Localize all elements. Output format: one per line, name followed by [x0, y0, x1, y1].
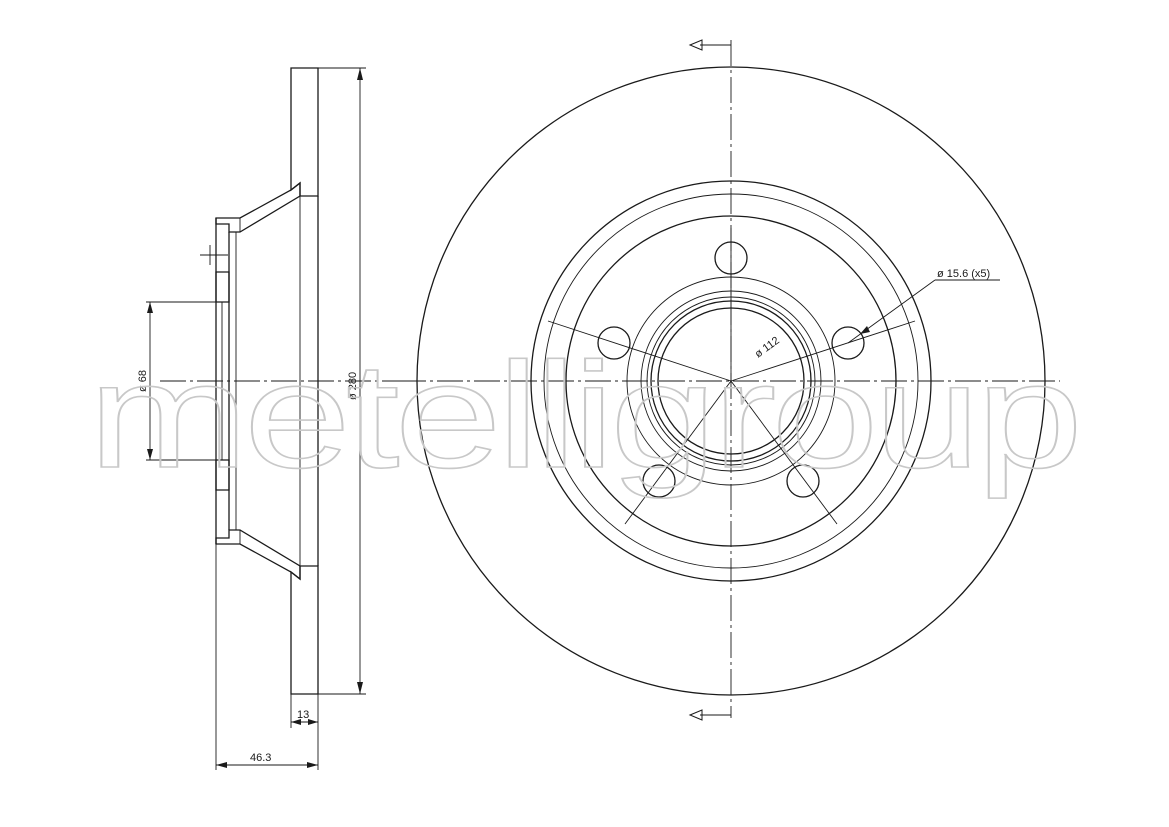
section-hat-wall-top [215, 181, 301, 233]
bolt-hole-label: ø 15.6 (x5) [937, 268, 990, 280]
bolt-hole-icon [597, 326, 631, 360]
disc-thickness-label: 13 [297, 709, 309, 721]
bolt-hole-icon [786, 464, 820, 498]
section-hub-face-top [215, 271, 230, 303]
section-hat-wall-bottom [215, 529, 301, 581]
hub-bore-diameter-label: ø 68 [137, 370, 149, 392]
side-view-dimensions: ø 280 ø 68 13 46.3 [137, 67, 366, 770]
disc-diameter-label: ø 280 [347, 372, 359, 400]
front-view-dimensions: ø 15.6 (x5) ø 112 [753, 268, 1000, 360]
bolt-hole-icon [642, 464, 676, 498]
section-friction-ring-top [290, 67, 319, 197]
front-view [400, 39, 1060, 721]
section-friction-ring-bottom [290, 565, 319, 695]
overall-height-label: 46.3 [250, 752, 271, 764]
watermark-logo: metelligroup [88, 331, 1078, 499]
side-section-view [160, 67, 400, 695]
bolt-hole-icon [831, 326, 865, 360]
